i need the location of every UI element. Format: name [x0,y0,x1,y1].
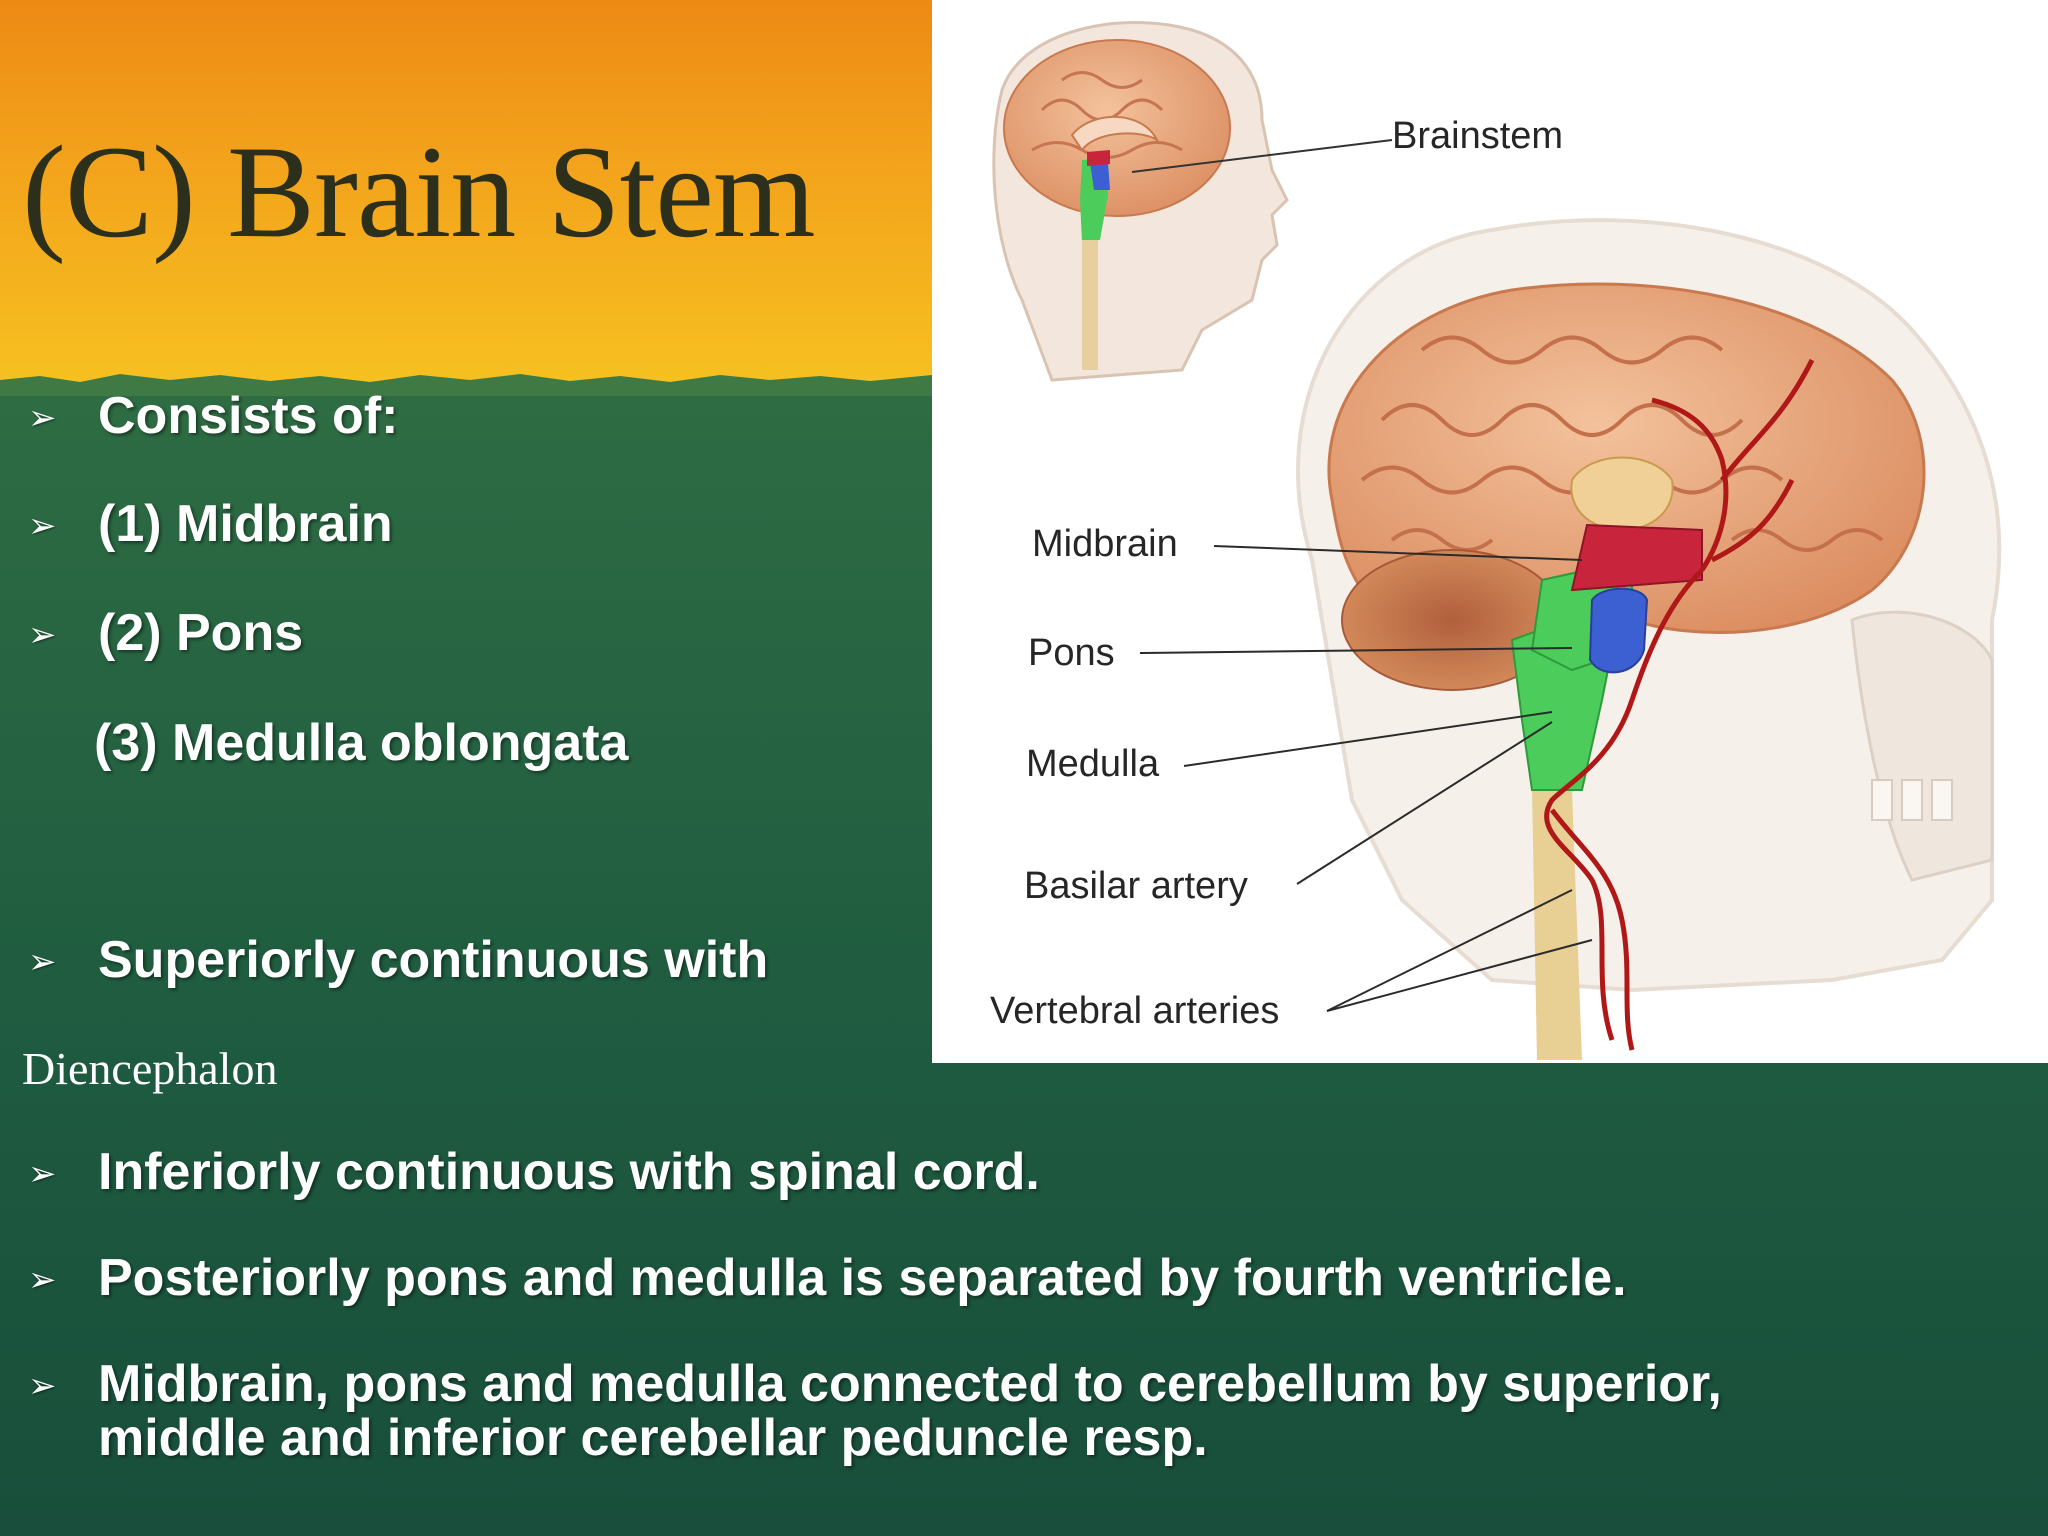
bullet-arrow-icon: ➢ [28,943,57,981]
bullet-superiorly: Superiorly continuous with [98,931,769,989]
bullet-arrow-icon: ➢ [28,507,57,545]
bullet-arrow-icon: ➢ [28,399,57,437]
bullet-arrow-icon: ➢ [28,616,57,654]
label-vertebral-arteries: Vertebral arteries [990,990,1279,1032]
pons [1588,587,1649,674]
bullet-arrow-icon: ➢ [28,1155,57,1193]
bullet-pons: (2) Pons [98,604,304,662]
inset-head [992,21,1289,382]
diencephalon [1570,456,1674,532]
bullet-medulla: (3) Medulla oblongata [94,714,629,772]
leader-lines [1139,545,1593,1012]
bullet-posteriorly: Posteriorly pons and medulla is separate… [98,1249,1627,1307]
bullet-peduncles-line1: Midbrain, pons and medulla connected to … [98,1355,1722,1413]
midbrain [1570,523,1703,592]
label-medulla: Medulla [1026,743,1160,785]
brainstem-illustration: Brainstem Midbrain Pons Medulla Basilar … [990,21,2002,1060]
label-brainstem: Brainstem [1392,115,1563,157]
bullet-arrow-icon: ➢ [28,1367,57,1405]
text-diencephalon: Diencephalon [22,1043,278,1094]
spinal-cord [1532,790,1582,1060]
label-basilar-artery: Basilar artery [1024,865,1248,907]
bullet-arrow-icon: ➢ [28,1261,57,1299]
bullet-peduncles-line2: middle and inferior cerebellar peduncle … [98,1409,1208,1467]
arteries [1544,358,1815,1051]
torn-edge [0,374,932,396]
brain-gyri [1360,335,1884,552]
title-band: (C) Brain Stem [0,0,932,396]
bullet-inferiorly: Inferiorly continuous with spinal cord. [98,1143,1040,1201]
label-midbrain: Midbrain [1032,523,1178,565]
bullet-midbrain: (1) Midbrain [98,495,393,553]
bullet-consists-of: Consists of: [98,387,399,445]
slide-title: (C) Brain Stem [22,118,816,265]
label-pons: Pons [1028,632,1115,674]
brainstem-figure: Brainstem Midbrain Pons Medulla Basilar … [932,0,2048,1063]
